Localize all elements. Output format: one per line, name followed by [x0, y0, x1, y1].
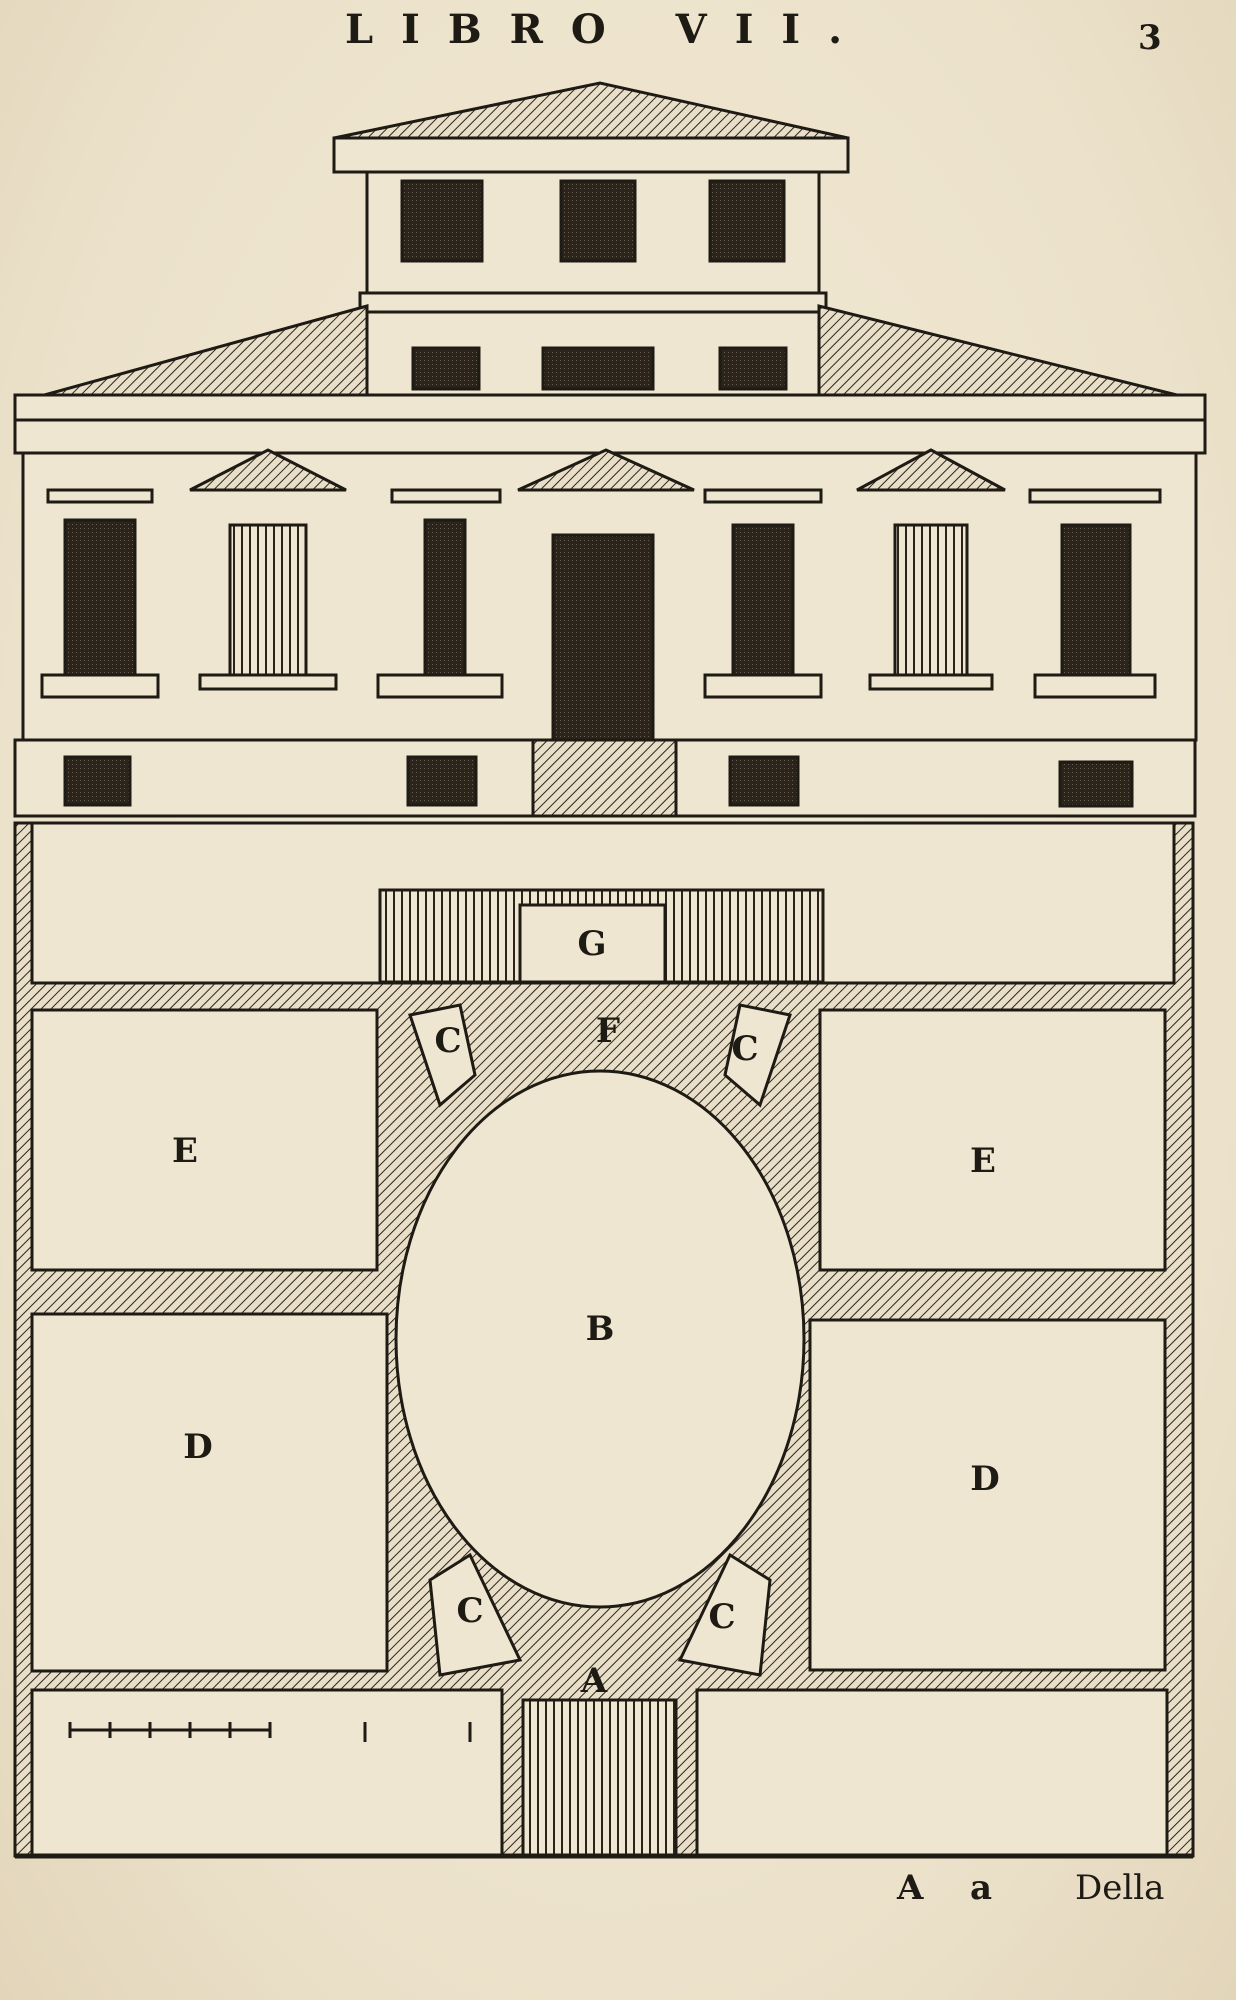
running-title: LIBRO VII. — [345, 6, 871, 53]
svg-text:A: A — [580, 1661, 608, 1701]
signature-number: a — [970, 1868, 993, 1908]
svg-text:D: D — [183, 1427, 212, 1467]
floor-plan — [13, 821, 1195, 1859]
svg-text:F: F — [596, 1011, 620, 1051]
svg-text:E: E — [172, 1131, 198, 1171]
signature-letter: A — [897, 1868, 924, 1908]
svg-text:E: E — [970, 1141, 996, 1181]
catchword: Della — [1075, 1868, 1165, 1908]
svg-text:C: C — [708, 1597, 735, 1637]
plan-labels: G F C C E E B D D C C A — [172, 924, 1000, 1701]
svg-text:C: C — [731, 1029, 758, 1069]
page-number: 3 — [1138, 18, 1162, 58]
windows — [40, 448, 1162, 742]
svg-text:C: C — [456, 1591, 483, 1631]
elevation — [13, 81, 1207, 818]
svg-text:B: B — [586, 1309, 615, 1349]
svg-text:G: G — [577, 924, 606, 964]
svg-text:D: D — [970, 1459, 999, 1499]
svg-text:C: C — [434, 1021, 461, 1061]
